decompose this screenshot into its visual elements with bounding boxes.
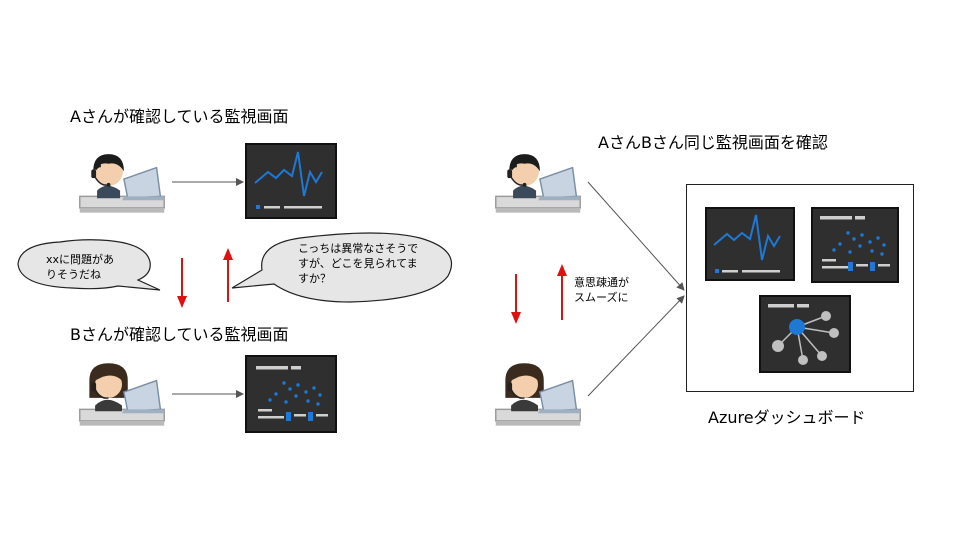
bubble-a-line-2: りそうだね	[46, 268, 101, 281]
bubble-a-text: xxに問題があ りそうだね	[46, 252, 114, 282]
dashboard-scatter-panel-icon	[811, 207, 899, 283]
speech-bubble-a	[17, 239, 161, 291]
person-a-right-icon	[494, 152, 582, 215]
title-shared-monitor: AさんBさん同じ監視画面を確認	[598, 133, 828, 152]
azure-dashboard-frame	[686, 184, 914, 392]
line-chart-panel-icon	[245, 143, 337, 219]
bubble-a-line-1: xxに問題があ	[46, 253, 115, 266]
note-line-1: 意思疎通が	[574, 276, 629, 289]
connector-b-dashboard-arrow	[587, 295, 685, 397]
bubble-b-line-2: すが、どこを見られてま	[298, 257, 418, 270]
scatter-panel-icon	[245, 355, 337, 433]
dashboard-network-graph-panel-icon	[759, 295, 851, 373]
title-a-monitor: Aさんが確認している監視画面	[70, 107, 289, 126]
dashboard-line-chart-panel-icon	[705, 207, 795, 281]
person-b-icon	[79, 362, 165, 427]
bubble-b-line-3: すか？	[298, 272, 331, 285]
smooth-communication-note: 意思疎通が スムーズに	[574, 275, 629, 305]
bubble-b-line-1: こっちは異常なさそうで	[298, 242, 419, 255]
bubble-b-text: こっちは異常なさそうで すが、どこを見られてま すか？	[298, 241, 418, 286]
note-line-2: スムーズに	[574, 291, 629, 304]
connector-a-dashboard-arrow	[587, 181, 685, 291]
speech-bubble-b	[231, 232, 453, 303]
title-b-monitor: Bさんが確認している監視画面	[70, 325, 289, 344]
dashboard-label: Azureダッシュボード	[708, 408, 866, 427]
person-a-icon	[78, 152, 166, 215]
person-b-right-icon	[495, 362, 581, 427]
